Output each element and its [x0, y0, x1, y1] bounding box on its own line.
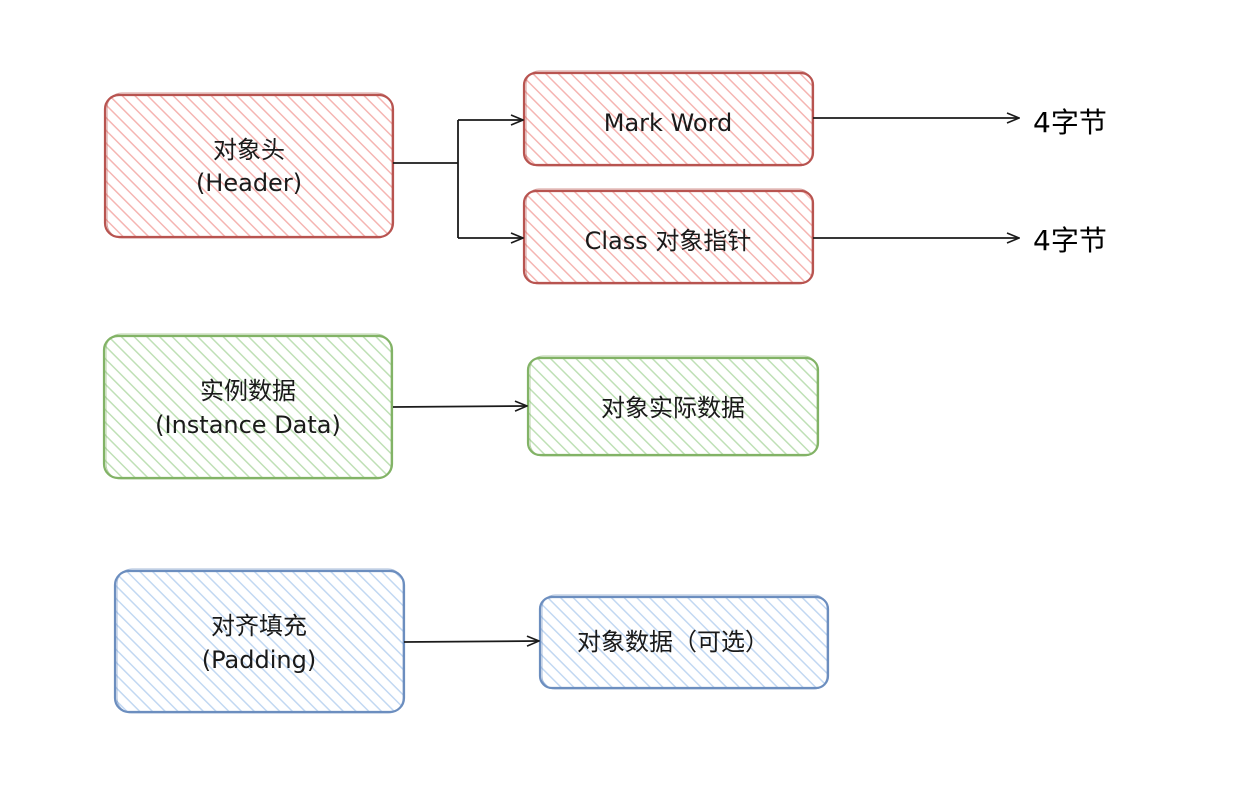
- instance-target-box: 对象实际数据: [526, 355, 820, 457]
- instance-data-title: 实例数据: [200, 377, 296, 405]
- instance-target-label: 对象实际数据: [601, 394, 745, 422]
- padding-target-box: 对象数据（可选）: [538, 594, 830, 690]
- instance-data-arrow: [392, 406, 526, 407]
- padding-target-label: 对象数据（可选）: [577, 628, 769, 656]
- class-pointer-size-label: 4字节: [1033, 224, 1107, 257]
- instance-data-subtitle: (Instance Data): [155, 411, 341, 439]
- instance-data-box: 实例数据 (Instance Data): [102, 333, 394, 480]
- class-pointer-label: Class 对象指针: [585, 227, 752, 255]
- header-branch-connector: [393, 120, 459, 238]
- padding-arrow: [403, 641, 538, 642]
- header-title: 对象头: [213, 136, 285, 164]
- header-subtitle: (Header): [196, 169, 302, 197]
- padding-subtitle: (Padding): [202, 646, 316, 674]
- mark-word-label: Mark Word: [604, 109, 733, 137]
- header-box: 对象头 (Header): [103, 92, 395, 239]
- padding-box: 对齐填充 (Padding): [113, 568, 406, 714]
- mark-word-box: Mark Word: [522, 70, 815, 167]
- padding-title: 对齐填充: [211, 612, 307, 640]
- mark-word-size-label: 4字节: [1033, 106, 1107, 139]
- class-pointer-box: Class 对象指针: [522, 188, 815, 285]
